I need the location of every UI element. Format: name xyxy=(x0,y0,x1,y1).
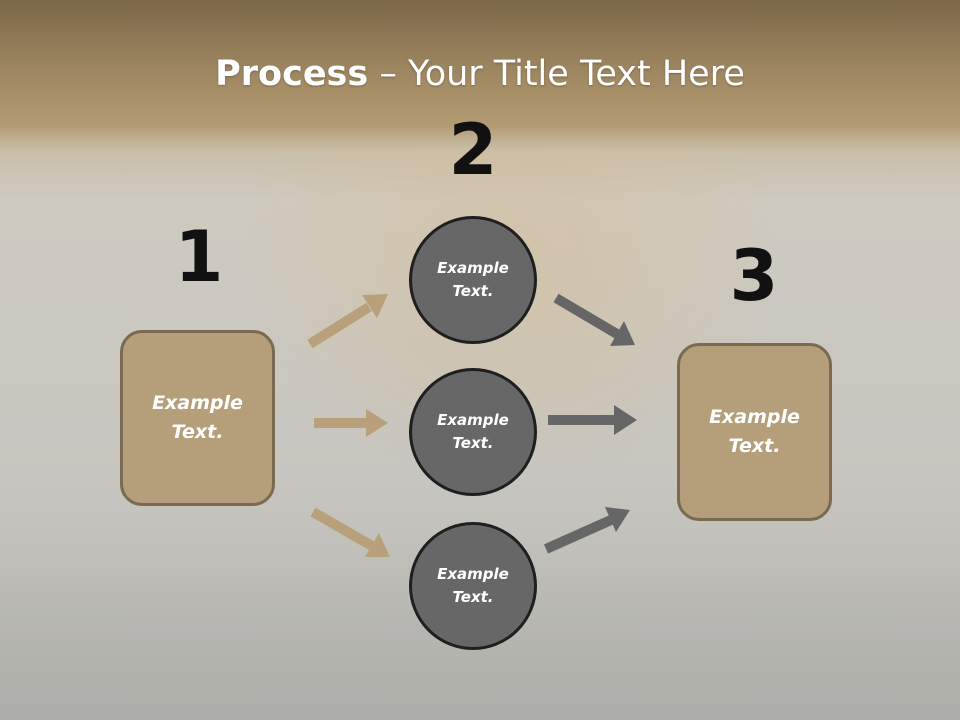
right-box-text: Example Text. xyxy=(709,406,800,457)
step-number-3: 3 xyxy=(729,235,779,317)
step-number-1: 1 xyxy=(174,216,224,298)
right-process-box: Example Text. xyxy=(677,343,832,521)
circle-middle: Example Text. xyxy=(409,368,537,496)
arrow-bottom-to-right xyxy=(543,507,630,554)
circle-top-text: Example Text. xyxy=(437,259,509,300)
slide-title: Process – Your Title Text Here xyxy=(0,52,960,96)
arrow-middle-to-right xyxy=(548,405,637,435)
arrow-left-to-top xyxy=(307,294,388,349)
circle-top: Example Text. xyxy=(409,216,537,344)
circle-middle-text: Example Text. xyxy=(437,411,509,452)
arrow-left-to-middle xyxy=(314,409,388,437)
circle-bottom: Example Text. xyxy=(409,522,537,650)
arrow-left-to-bottom xyxy=(310,507,390,557)
title-rest: – Your Title Text Here xyxy=(368,54,745,94)
step-number-2: 2 xyxy=(448,109,498,191)
left-box-text: Example Text. xyxy=(152,392,243,443)
circle-bottom-text: Example Text. xyxy=(437,565,509,606)
left-process-box: Example Text. xyxy=(120,330,275,506)
arrow-top-to-right xyxy=(553,293,635,346)
title-bold: Process xyxy=(215,54,369,94)
